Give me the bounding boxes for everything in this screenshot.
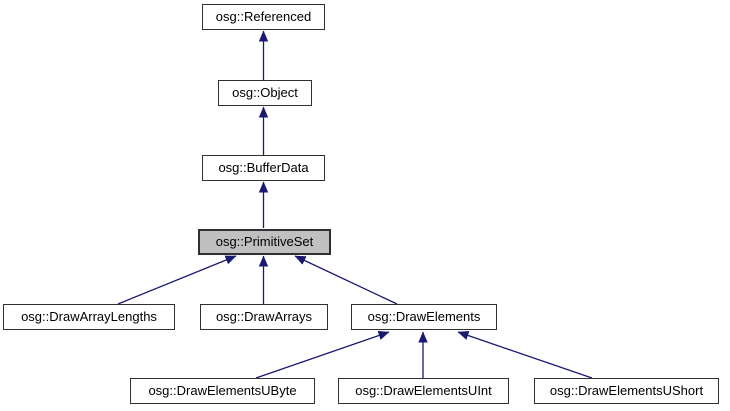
class-node-osg-drawelementsubyte[interactable]: osg::DrawElementsUByte	[130, 378, 315, 404]
class-node-osg-primitiveset: osg::PrimitiveSet	[198, 229, 331, 255]
class-node-osg-drawelements[interactable]: osg::DrawElements	[351, 304, 497, 330]
edge-drawarraylengths-to-primitiveset	[117, 255, 237, 305]
edge-drawelementsushort-to-drawelements	[457, 330, 593, 379]
class-node-osg-drawarrays[interactable]: osg::DrawArrays	[200, 304, 328, 330]
class-node-osg-drawelementsuint[interactable]: osg::DrawElementsUInt	[338, 378, 509, 404]
class-node-osg-referenced[interactable]: osg::Referenced	[202, 4, 325, 30]
class-node-osg-drawarraylengths[interactable]: osg::DrawArrayLengths	[3, 304, 175, 330]
class-node-osg-object[interactable]: osg::Object	[218, 80, 312, 106]
edge-drawelementsubyte-to-drawelements	[255, 330, 390, 379]
class-node-osg-bufferdata[interactable]: osg::BufferData	[202, 155, 325, 181]
edge-drawelements-to-primitiveset	[294, 255, 398, 305]
class-node-osg-drawelementsushort[interactable]: osg::DrawElementsUShort	[534, 378, 719, 404]
